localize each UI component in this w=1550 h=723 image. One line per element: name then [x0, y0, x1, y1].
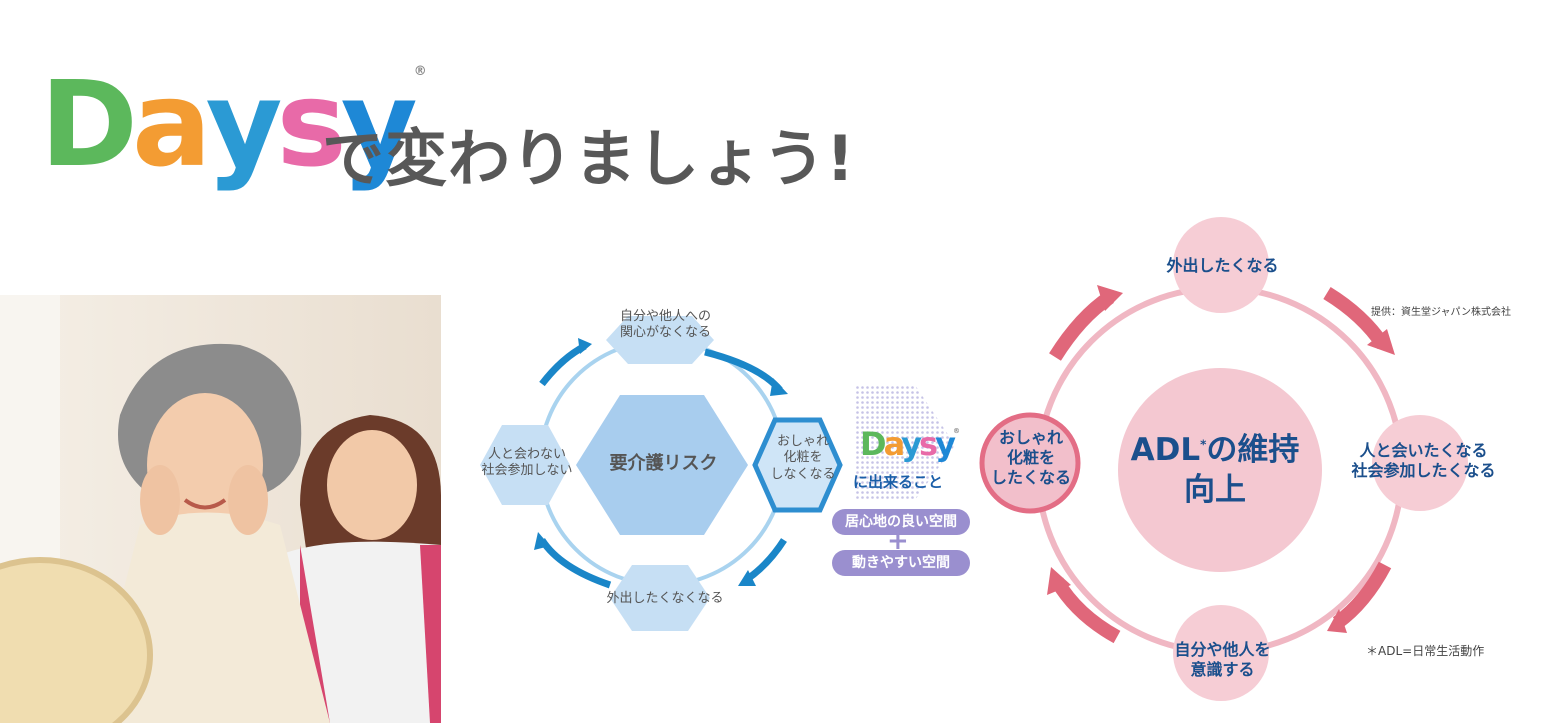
blue-node-top: 自分や他人への 関心がなくなる [598, 309, 733, 342]
adl-text: ADL [1130, 432, 1201, 468]
pink-arrow-bottom-right [1332, 561, 1392, 629]
transition-arrow-graphic [855, 385, 955, 500]
blue-arrow-top-left [539, 342, 587, 387]
daysy-can-do-label: に出来ること [853, 473, 944, 491]
blue-arrow-head [534, 532, 550, 550]
page-title: で変わりましょう! [322, 122, 856, 195]
blue-node-right-line: おしゃれ [776, 434, 829, 449]
hex-center [576, 395, 748, 535]
pink-node-bottom-line: 意識する [1190, 660, 1255, 679]
photo-women-mirror [0, 295, 441, 723]
blue-node-left-line: 人と会わない [487, 447, 566, 462]
pink-arrow-head [1097, 285, 1123, 311]
logo-letter: D [860, 425, 887, 463]
blue-node-top-line: 自分や他人への [619, 309, 711, 324]
pink-node-right-line: 社会参加したくなる [1351, 461, 1496, 480]
pink-node-top-circle [1173, 217, 1269, 313]
hex-left [480, 425, 570, 505]
blue-node-right-line: 化粧を [783, 450, 823, 466]
pill-comfortable-space: 居心地の良い空間 [832, 509, 970, 535]
pink-node-left-line: おしゃれ [998, 428, 1063, 447]
adl-improve-text: 向上 [1184, 472, 1246, 509]
logo-letter: y [205, 55, 283, 193]
adl-center-label: ADL*の維持 向上 [1110, 430, 1320, 511]
pink-node-bottom-circle [1173, 605, 1269, 701]
pink-node-right-line: 人と会いたくなる [1359, 441, 1488, 460]
blue-node-left: 人と会わない 社会参加しない [467, 447, 587, 480]
hex-top [606, 316, 714, 364]
blue-center-label: 要介護リスク [609, 453, 718, 474]
pink-node-right: 人と会いたくなる 社会参加したくなる [1336, 441, 1511, 481]
adl-footnote: ＊ADL=日常生活動作 [1366, 644, 1485, 658]
pink-node-left: おしゃれ 化粧を したくなる [976, 428, 1086, 488]
pill-easy-move-space: 動きやすい空間 [832, 550, 970, 576]
pink-node-right-circle [1372, 415, 1468, 511]
pink-arrow-bottom-left [1050, 577, 1121, 644]
pink-arrow-head [1367, 329, 1395, 355]
logo-letter: y [901, 425, 922, 463]
blue-node-top-line: 関心がなくなる [619, 325, 711, 341]
logo-letter: D [40, 55, 138, 193]
photo-credit: 提供：資生堂ジャパン株式会社 [1371, 307, 1511, 318]
blue-node-bottom: 外出したくなくなる [606, 591, 724, 606]
pink-arrow-head [1327, 609, 1347, 633]
blue-arrow-head [738, 570, 756, 586]
pink-arrow-top-right [1323, 287, 1389, 349]
pink-node-top: 外出したくなる [1166, 256, 1279, 275]
logo-letter: s [919, 425, 938, 463]
hex-right [752, 417, 843, 513]
registered-mark: ® [413, 64, 427, 79]
pink-node-left-circle [979, 412, 1081, 514]
logo-letter: s [276, 55, 347, 193]
plus-sign: + [887, 526, 909, 556]
daysy-small-logo: Daysy® [860, 425, 960, 463]
pink-cycle-diagram [979, 217, 1468, 701]
blue-node-right-line: しなくなる [770, 466, 836, 482]
logo-letter: a [883, 425, 905, 463]
blue-node-right: おしゃれ 化粧を しなくなる [757, 434, 849, 483]
hex-bottom [610, 565, 710, 631]
adl-asterisk: * [1200, 437, 1207, 452]
pink-node-left-line: 化粧を [1006, 448, 1055, 467]
blue-arrow-head [770, 378, 788, 396]
pink-node-left-line: したくなる [990, 468, 1071, 487]
logo-letter: y [340, 55, 418, 193]
registered-mark-small: ® [952, 427, 960, 435]
logo-letter: y [935, 425, 956, 463]
logo-letter: a [131, 55, 212, 193]
daysy-logo: Daysy® [40, 65, 427, 183]
pink-node-bottom: 自分や他人を 意識する [1150, 640, 1295, 680]
blue-node-left-line: 社会参加しない [481, 463, 573, 479]
adl-maintain-text: の維持 [1206, 432, 1300, 468]
daysy-small-logo-letters: Daysy [860, 425, 956, 463]
blue-arrow-head [578, 338, 592, 354]
daysy-logo-letters: Daysy [40, 55, 418, 193]
pink-arrow-head [1047, 567, 1071, 595]
pink-node-bottom-line: 自分や他人を [1174, 640, 1271, 659]
pink-center-circle [1118, 368, 1322, 572]
blue-cycle-diagram [480, 316, 843, 631]
